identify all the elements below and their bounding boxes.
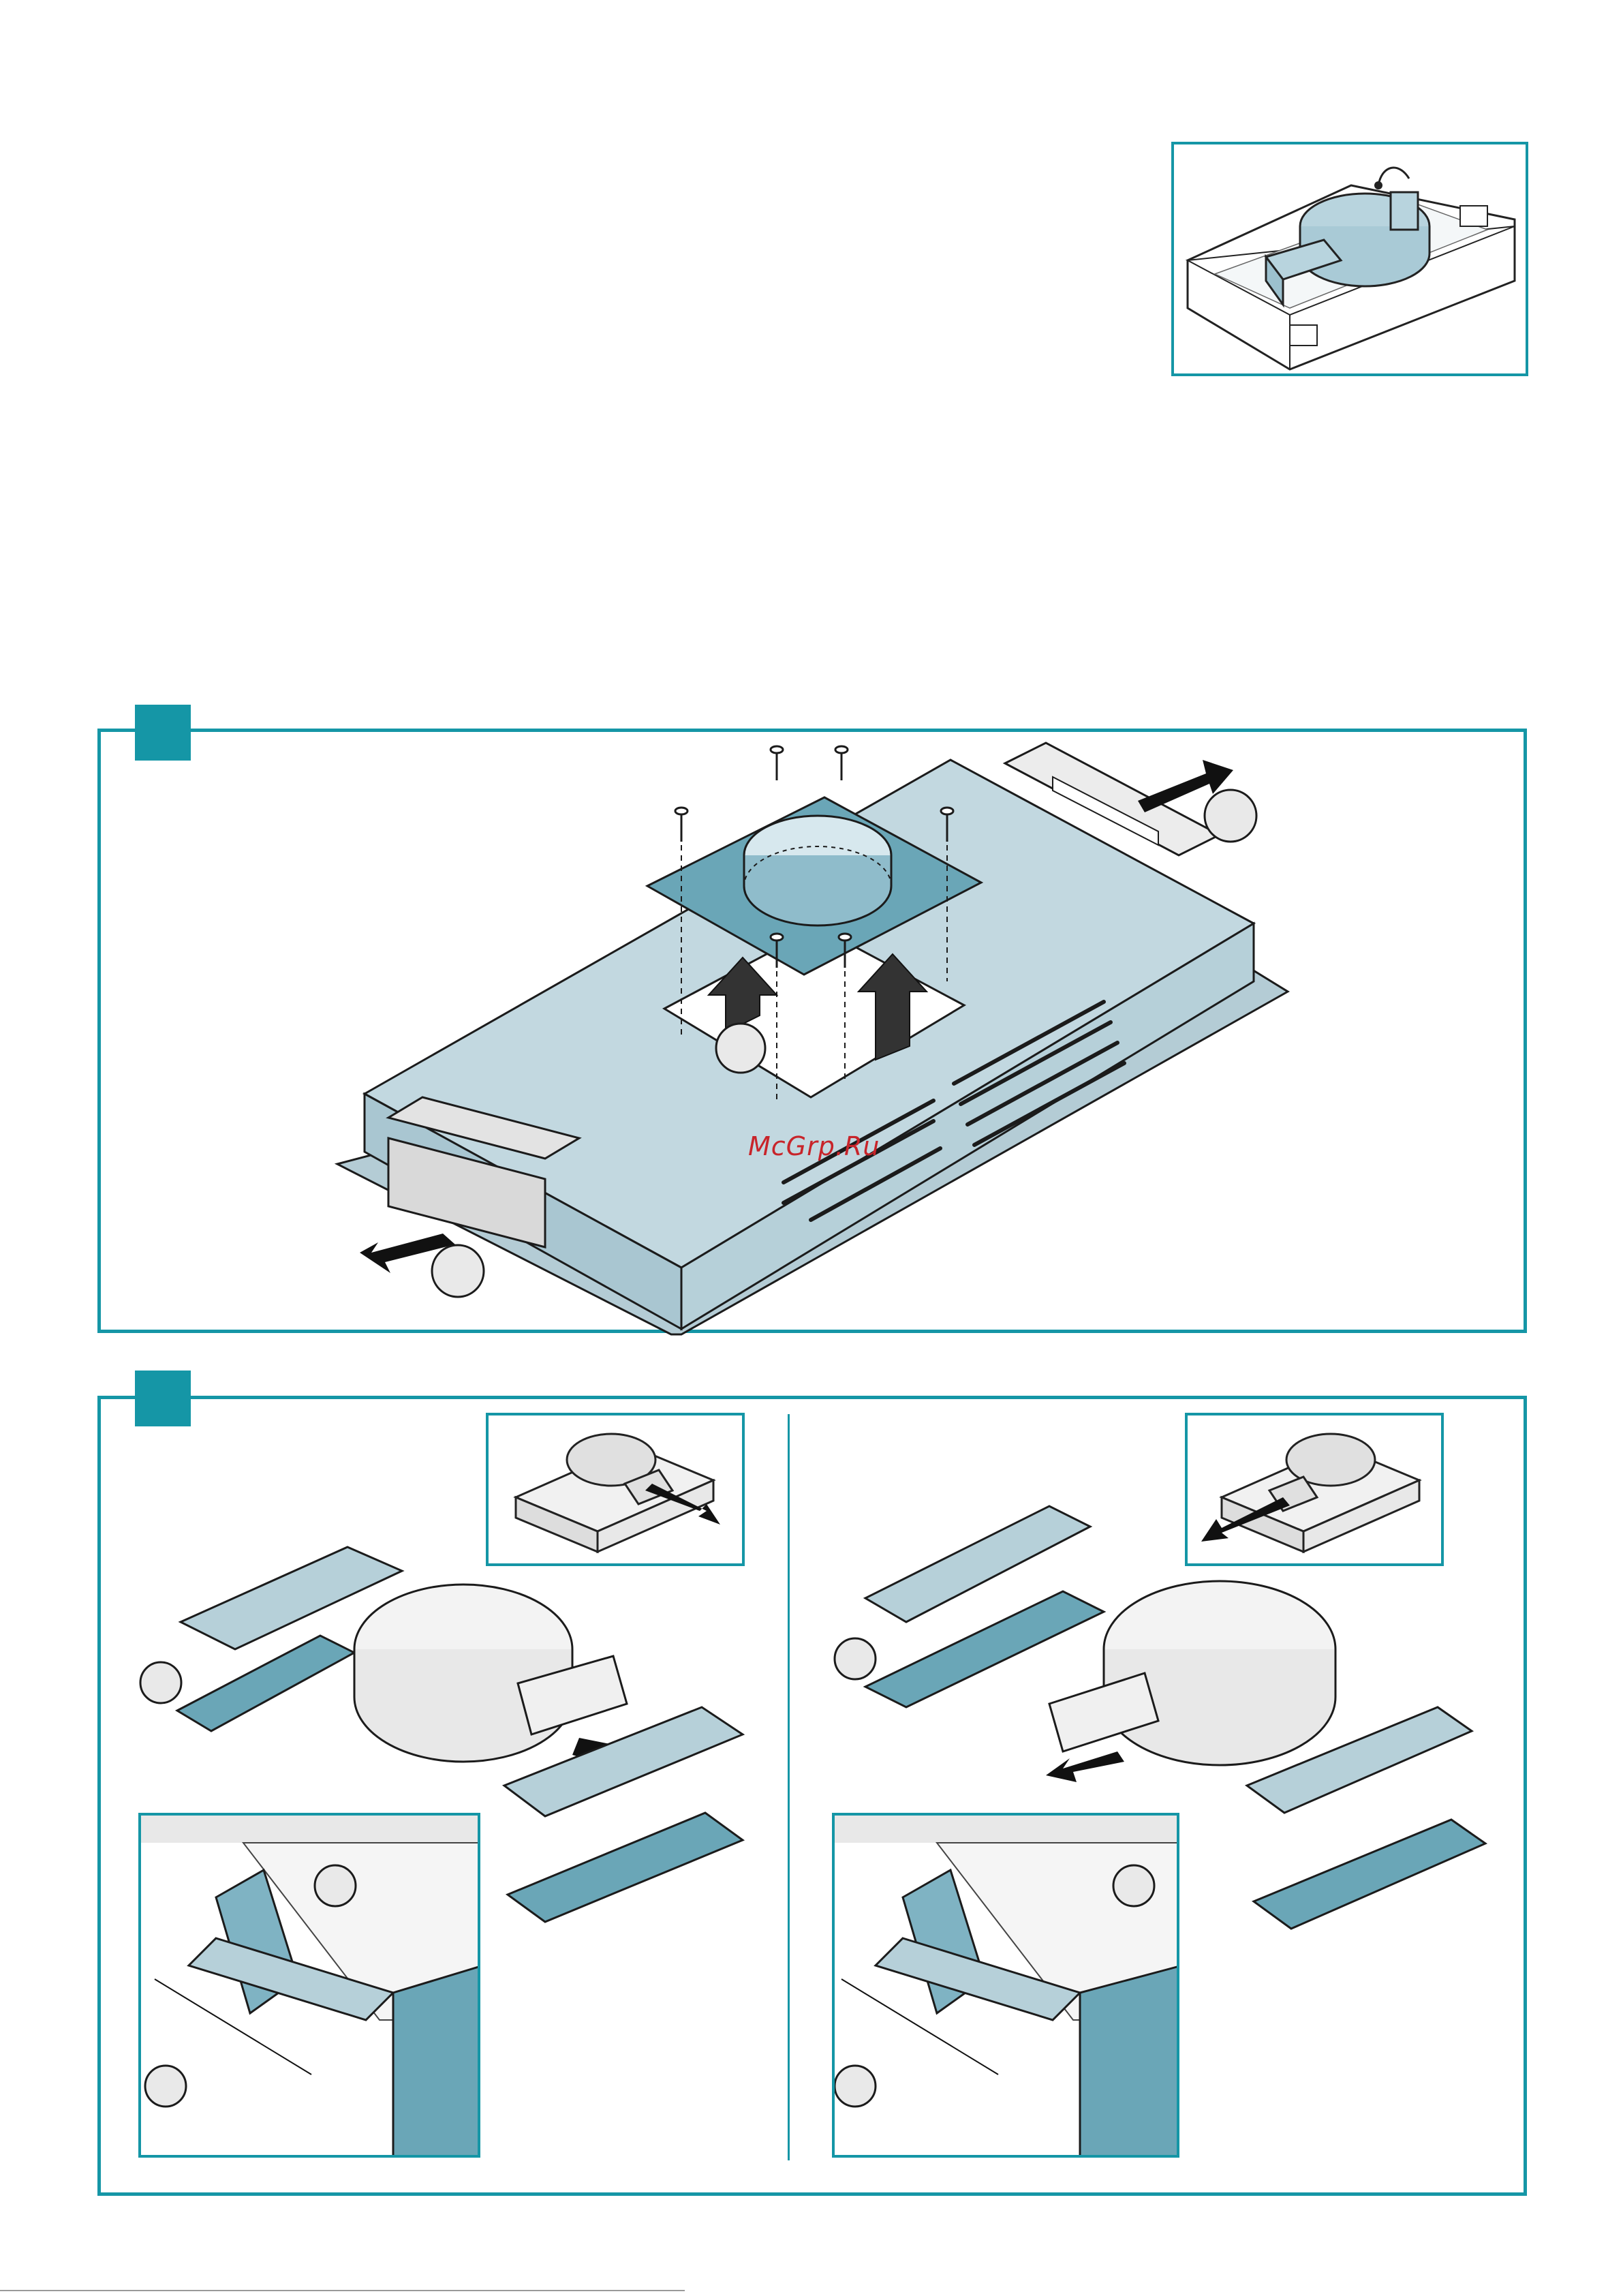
step-2-badge: [135, 1371, 191, 1426]
page-footer-rule: [0, 2290, 685, 2291]
overview-inset: [1171, 142, 1528, 376]
step-1-badge: [135, 705, 191, 761]
hood-overview-illustration: [1174, 144, 1528, 376]
step-2-left-detail-inset: [138, 1813, 480, 2158]
step-2-left-outlet-inset: [486, 1413, 745, 1566]
step-2-right-outlet-inset: [1185, 1413, 1444, 1566]
step-1-frame: [97, 729, 1527, 1333]
watermark: McGrp.Ru: [748, 1131, 880, 1161]
step-2-divider: [788, 1414, 790, 2160]
step-2-right-detail-inset: [832, 1813, 1179, 2158]
